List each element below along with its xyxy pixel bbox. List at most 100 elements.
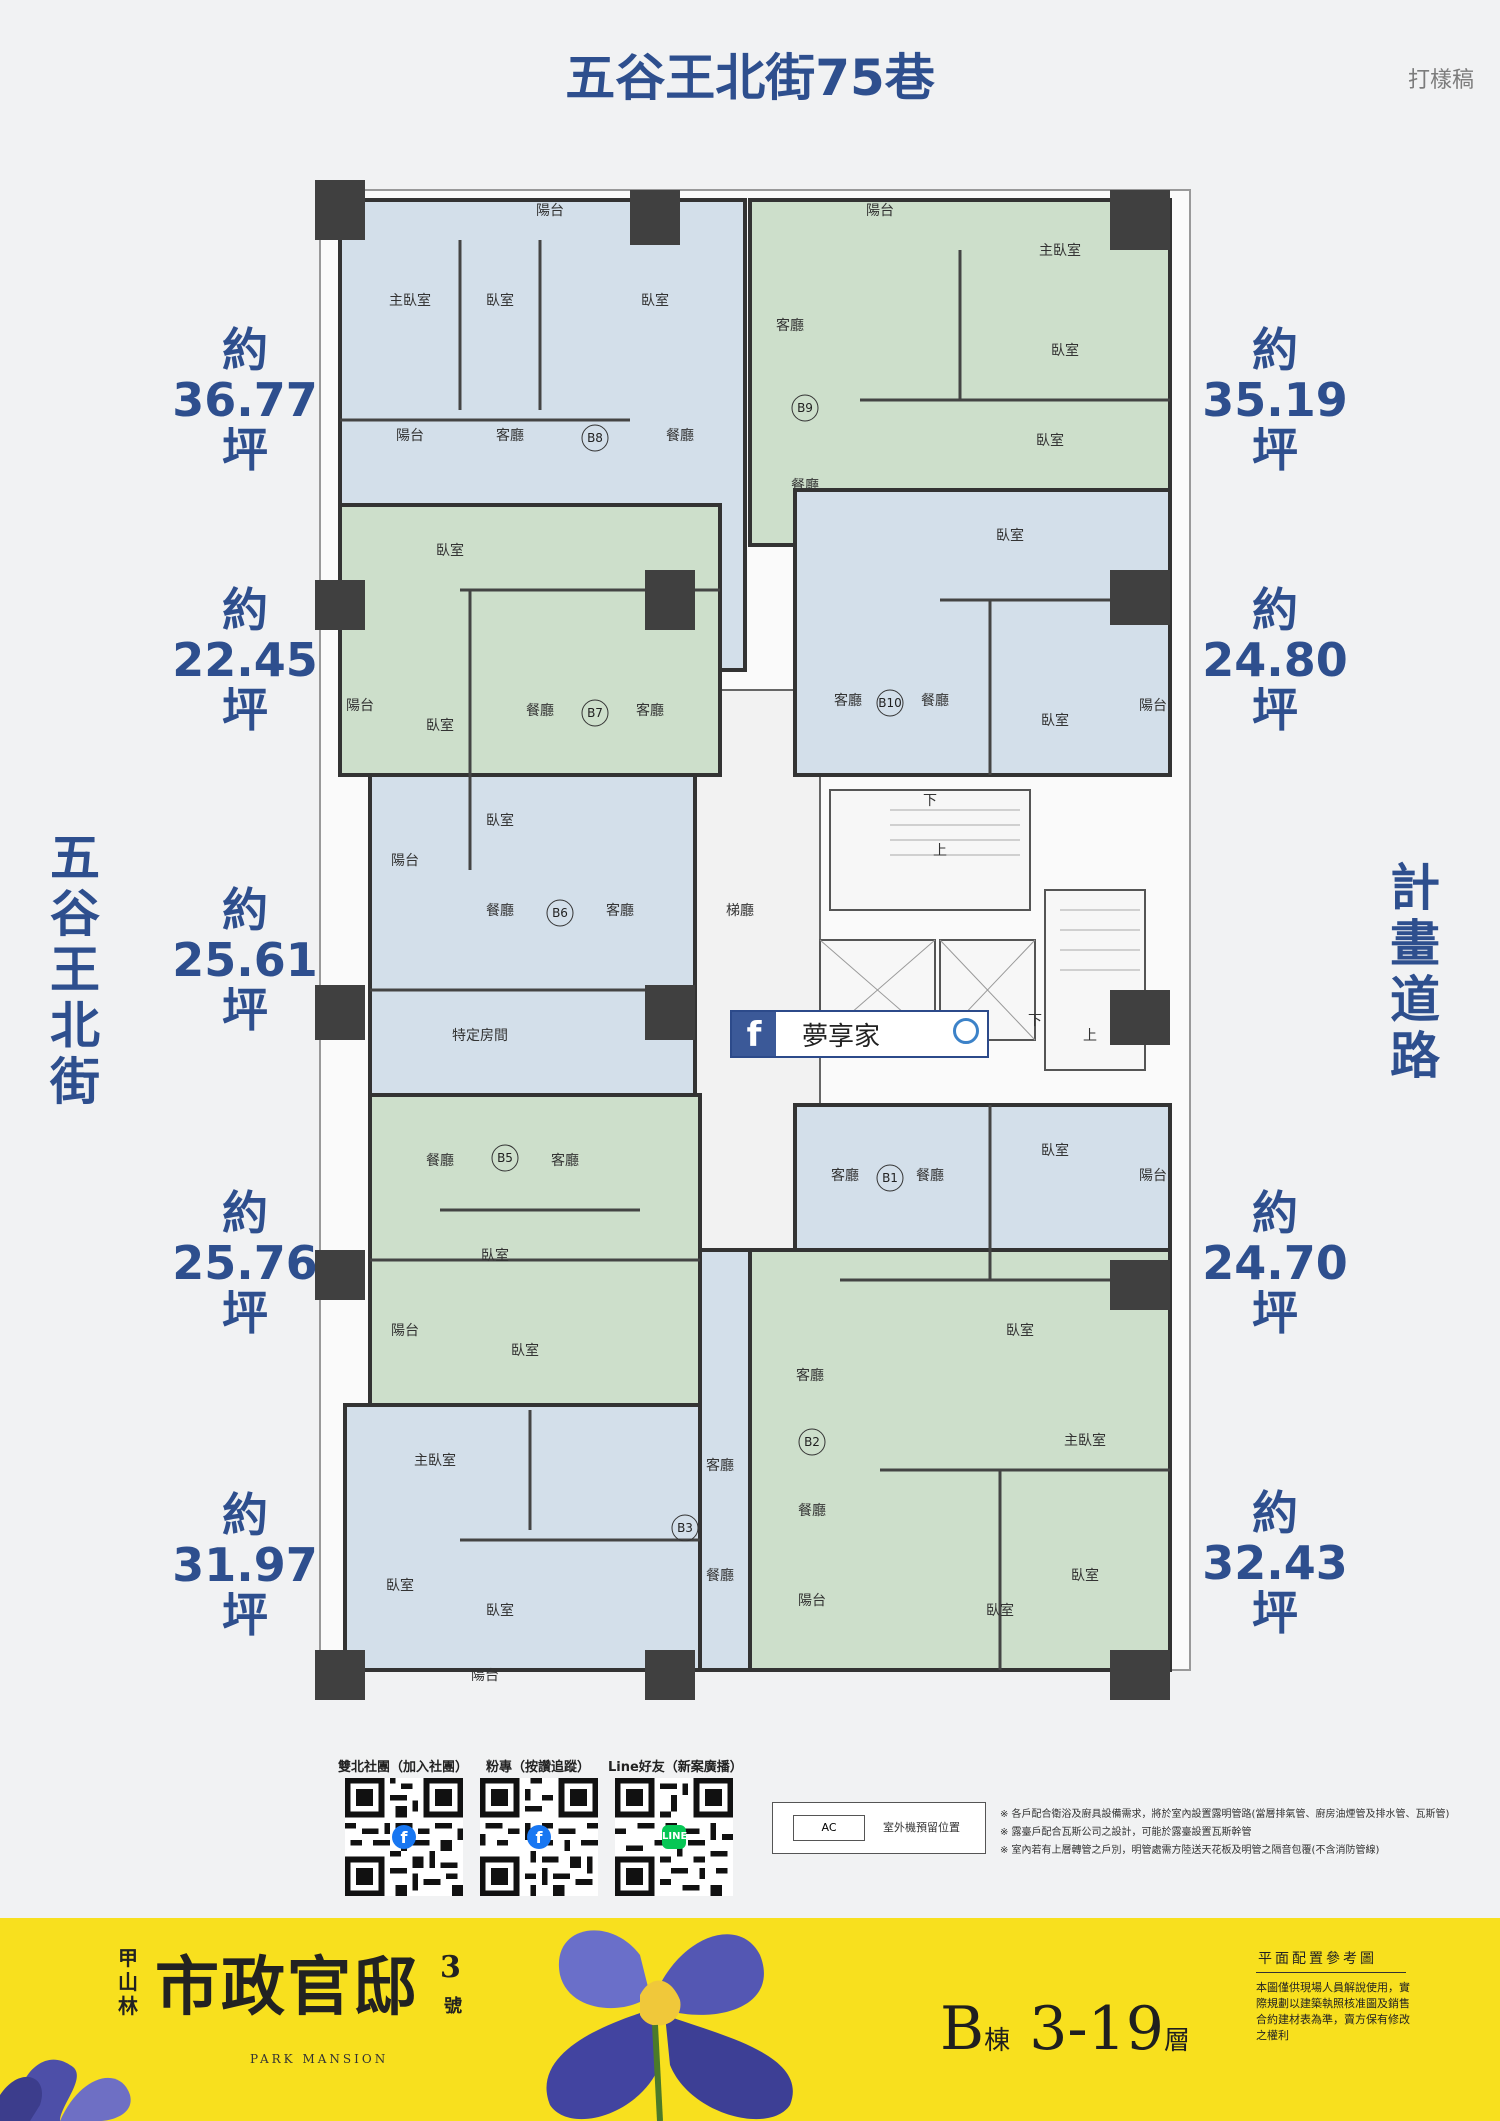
- ac-unit-icon: AC: [793, 1815, 865, 1841]
- unit-b10: [793, 488, 1172, 777]
- qr-code-community[interactable]: f: [345, 1778, 463, 1896]
- room-label-bedroom: 臥室: [486, 1602, 514, 1619]
- room-label-dining: 餐廳: [526, 702, 554, 719]
- area-value: 24.80: [1202, 633, 1348, 687]
- room-label-master-bedroom: 主臥室: [414, 1452, 456, 1469]
- qr-pattern: [615, 1778, 733, 1896]
- area-prefix: 約: [222, 323, 268, 377]
- room-label-bedroom: 臥室: [1071, 1567, 1099, 1584]
- room-label-dining: 餐廳: [426, 1152, 454, 1169]
- disclaimer: 本圖僅供現場人員解說使用，實際規劃以建築執照核准圖及銷售合約建材表為準，賣方保有…: [1256, 1981, 1410, 2042]
- area-prefix: 約: [222, 1488, 268, 1542]
- room-label-dining: 餐廳: [798, 1502, 826, 1519]
- floor-plan: 主臥室 臥室 臥室 陽台 陽台 客廳 餐廳 臥室 陽台 臥室 餐廳 客廳 臥室 …: [300, 170, 1200, 1710]
- area-unit: 坪: [222, 423, 268, 477]
- unit-marker: [791, 394, 819, 422]
- qr-code-line[interactable]: LINE: [615, 1778, 733, 1896]
- room-label-dining: 餐廳: [666, 427, 694, 444]
- street-label-right: 計畫道路: [1390, 859, 1440, 1085]
- area-label: 約 31.97 坪: [170, 1490, 320, 1640]
- area-value: 36.77: [172, 373, 318, 427]
- room-label-living: 客廳: [606, 902, 634, 919]
- stair-label-down: 下: [923, 793, 937, 809]
- stair-treads: [890, 809, 1140, 971]
- room-label-living: 客廳: [796, 1367, 824, 1384]
- draft-label: 打樣稿: [1407, 68, 1474, 93]
- room-label-bedroom: 臥室: [486, 812, 514, 829]
- plan-reference: 平面配置參考圖: [1258, 1951, 1377, 1967]
- building-floors: B棟 3-19層: [940, 1994, 1190, 2064]
- area-value: 31.97: [172, 1538, 318, 1592]
- search-icon: [953, 1018, 979, 1044]
- room-label-bedroom: 臥室: [641, 292, 669, 309]
- unit-marker: [876, 1164, 904, 1192]
- room-label-bedroom: 臥室: [1006, 1322, 1034, 1339]
- room-label-bedroom: 臥室: [1036, 432, 1064, 449]
- area-label: 約 36.77 坪: [170, 325, 320, 475]
- room-label-balcony: 陽台: [536, 203, 564, 219]
- room-label-balcony: 陽台: [471, 1668, 499, 1684]
- unit-b6: [368, 773, 697, 1097]
- area-prefix: 約: [1252, 583, 1298, 637]
- room-label-master-bedroom: 主臥室: [1064, 1432, 1106, 1449]
- unit-code: B5: [497, 1151, 513, 1165]
- room-label-bedroom: 臥室: [986, 1602, 1014, 1619]
- room-label-balcony: 陽台: [866, 203, 894, 219]
- room-label-balcony: 陽台: [798, 1593, 826, 1609]
- room-label-dining: 餐廳: [921, 692, 949, 709]
- floors-range: 3-19: [1029, 1994, 1164, 2064]
- area-unit: 坪: [1252, 1286, 1298, 1340]
- room-label-balcony: 陽台: [391, 853, 419, 869]
- qr-code-fanpage[interactable]: f: [480, 1778, 598, 1896]
- room-label-living: 客廳: [834, 692, 862, 709]
- footer-district: 甲山林: [118, 1946, 138, 2018]
- room-label-bedroom: 臥室: [481, 1247, 509, 1264]
- unit-code: B2: [804, 1435, 820, 1449]
- room-label-bedroom: 臥室: [1041, 1142, 1069, 1159]
- area-label: 約 22.45 坪: [170, 585, 320, 735]
- area-value: 25.61: [172, 933, 318, 987]
- area-unit: 坪: [222, 1286, 268, 1340]
- area-unit: 坪: [222, 983, 268, 1037]
- footer-subtitle: PARK MANSION: [250, 2052, 389, 2066]
- floors-suffix: 層: [1163, 2026, 1190, 2056]
- room-label-dining: 餐廳: [486, 902, 514, 919]
- area-prefix: 約: [1252, 1186, 1298, 1240]
- columns: [315, 180, 1170, 1700]
- room-label-balcony: 陽台: [1139, 1168, 1167, 1184]
- unit-marker: [798, 1428, 826, 1456]
- qr-label: Line好友（新案廣播）: [608, 1760, 743, 1775]
- unit-b3: [343, 1403, 747, 1672]
- area-prefix: 約: [222, 1186, 268, 1240]
- area-unit: 坪: [1252, 1586, 1298, 1640]
- building-code: B: [940, 1994, 985, 2064]
- street-label-top: 五谷王北街75巷: [565, 49, 935, 107]
- unit-code: B10: [878, 696, 902, 710]
- room-label-master-bedroom: 主臥室: [389, 292, 431, 309]
- note-item: ※ 各戶配合衛浴及廚具設備需求，將於室內設置露明管路(當層排氣管、廚房油煙管及排…: [1000, 1809, 1450, 1820]
- unit-b2: [748, 1248, 1172, 1672]
- area-prefix: 約: [222, 883, 268, 937]
- room-label-balcony: 陽台: [396, 428, 424, 444]
- facebook-icon: f: [392, 1825, 416, 1849]
- unit-b5: [368, 1093, 702, 1407]
- facebook-tag[interactable]: f 夢享家: [730, 1010, 989, 1058]
- stair-label-down: 下: [1028, 1013, 1042, 1029]
- unit-code: B1: [882, 1171, 898, 1185]
- legend-text: 室外機預留位置: [883, 1821, 960, 1834]
- area-prefix: 約: [222, 583, 268, 637]
- room-label-balcony: 陽台: [346, 698, 374, 714]
- facebook-label: 夢享家: [802, 1022, 881, 1052]
- footer-number: 3: [440, 1950, 461, 1985]
- room-label-dining: 餐廳: [791, 477, 819, 494]
- unit-code: B6: [552, 906, 568, 920]
- room-label-bedroom: 臥室: [511, 1342, 539, 1359]
- area-prefix: 約: [1252, 1486, 1298, 1540]
- room-label-living: 客廳: [831, 1167, 859, 1184]
- unit-code: B3: [677, 1521, 693, 1535]
- area-label: 約 24.70 坪: [1200, 1188, 1350, 1338]
- room-label-living: 客廳: [496, 427, 524, 444]
- area-value: 32.43: [1202, 1536, 1348, 1590]
- room-label-bedroom: 臥室: [996, 527, 1024, 544]
- area-value: 25.76: [172, 1236, 318, 1290]
